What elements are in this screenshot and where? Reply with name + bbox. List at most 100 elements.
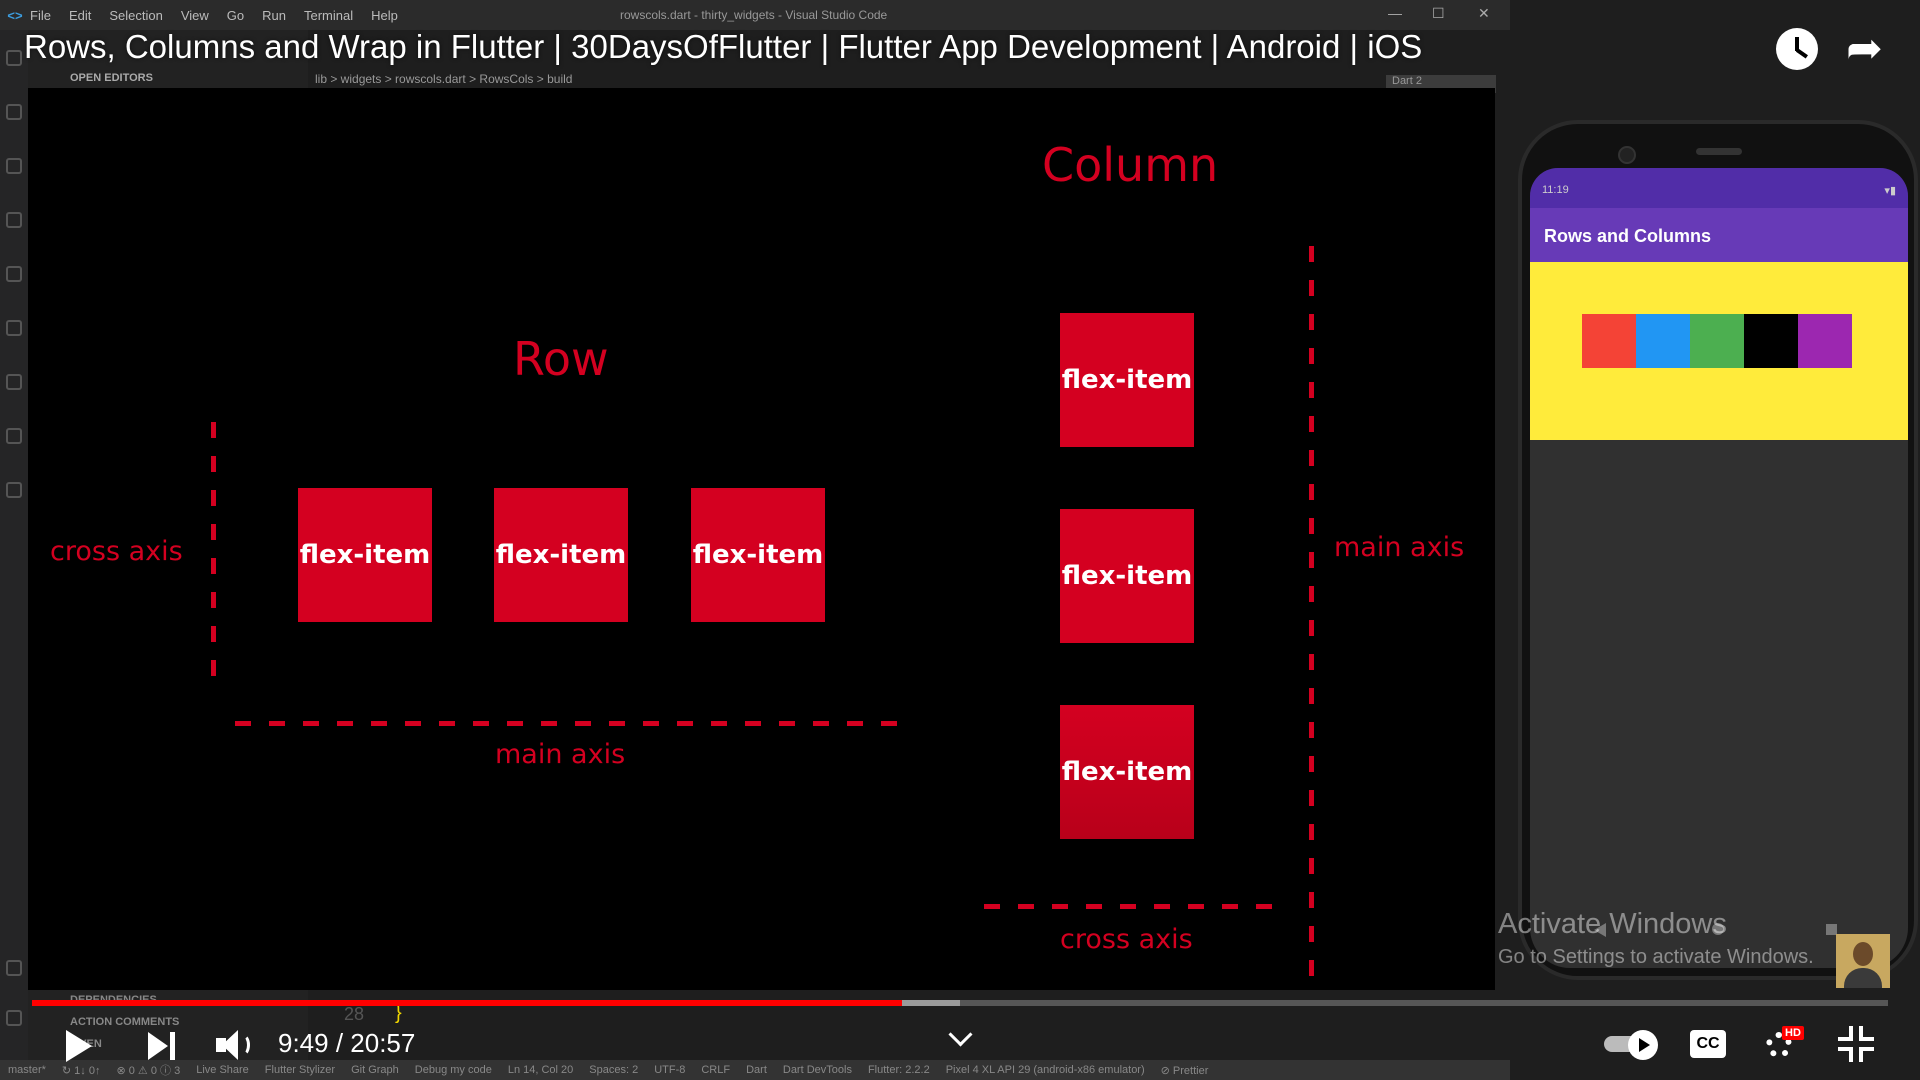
share-icon[interactable]: ➦ [1846, 24, 1883, 73]
battery-icon: ▾▮ [1884, 185, 1896, 197]
code-brace: } [395, 1002, 402, 1024]
progress-bar[interactable] [32, 1000, 1888, 1006]
phone-speaker [1696, 148, 1742, 155]
menu-run[interactable]: Run [262, 7, 286, 23]
column-main-axis-label: main axis [1334, 532, 1465, 563]
open-editors-header[interactable]: OPEN EDITORS [70, 72, 153, 84]
menu-selection[interactable]: Selection [109, 7, 163, 23]
github-icon[interactable] [6, 428, 22, 444]
status-devtools[interactable]: Dart DevTools [782, 1064, 852, 1076]
status-prettier[interactable]: ⊘ Prettier [1160, 1064, 1209, 1077]
sound-wave [236, 1034, 250, 1056]
menu-help[interactable]: Help [371, 7, 398, 23]
phone-screen: 11:19 ▾▮ Rows and Columns [1530, 168, 1908, 968]
status-git-graph[interactable]: Git Graph [351, 1064, 399, 1076]
status-cursor[interactable]: Ln 14, Col 20 [507, 1064, 574, 1076]
status-encoding[interactable]: UTF-8 [654, 1064, 686, 1076]
menu-edit[interactable]: Edit [68, 7, 92, 23]
column-cross-axis-label: cross axis [1060, 924, 1193, 955]
tag-icon[interactable] [6, 374, 22, 390]
tutorial-slide: Row cross axis flex-item flex-item flex-… [28, 88, 1495, 990]
play-icon[interactable] [66, 1030, 92, 1062]
next-bar [170, 1032, 175, 1060]
status-flutter-stylizer[interactable]: Flutter Stylizer [264, 1064, 336, 1076]
status-live-share[interactable]: Live Share [196, 1064, 249, 1076]
status-sync[interactable]: ↻ 1↓ 0↑ [61, 1064, 101, 1077]
explorer-icon[interactable] [6, 50, 22, 66]
search-icon[interactable] [6, 104, 22, 120]
autoplay-knob [1628, 1030, 1658, 1060]
channel-avatar[interactable] [1836, 934, 1890, 988]
front-camera-icon [1618, 146, 1636, 164]
debug-icon[interactable] [6, 212, 22, 228]
column-title: Column [1042, 138, 1219, 192]
time-display: 9:49 / 20:57 [278, 1028, 416, 1058]
row-main-axis-line [235, 721, 905, 726]
gear-icon [1766, 1032, 1792, 1058]
menu-go[interactable]: Go [226, 7, 245, 23]
hd-badge: HD [1782, 1026, 1804, 1040]
column-flex-item-1: flex-item [1060, 313, 1194, 447]
next-icon[interactable] [148, 1030, 176, 1062]
status-flutter-version[interactable]: Flutter: 2.2.2 [867, 1064, 930, 1076]
purple-box [1798, 314, 1852, 368]
app-bar: Rows and Columns [1530, 208, 1908, 262]
status-branch[interactable]: master* [8, 1064, 46, 1076]
source-control-icon[interactable] [6, 158, 22, 174]
volume-icon[interactable] [216, 1028, 256, 1062]
row-cross-axis-label: cross axis [50, 536, 183, 567]
app-bar-title: Rows and Columns [1544, 226, 1712, 246]
avatar-head [1853, 942, 1873, 966]
menu-file[interactable]: File [30, 7, 51, 23]
status-bar: master* ↻ 1↓ 0↑ ⊗ 0 ⚠ 0 ⓘ 3 Live Share F… [0, 1060, 1510, 1080]
row-title: Row [513, 332, 609, 386]
vscode-menubar: <> File Edit Selection View Go Run Termi… [0, 0, 1510, 30]
progress-played [32, 1000, 902, 1006]
row-flex-item-1: flex-item [298, 488, 432, 622]
watch-later-icon[interactable] [1776, 28, 1818, 70]
activate-windows-subtitle: Go to Settings to activate Windows. [1498, 946, 1814, 968]
account-icon[interactable] [6, 960, 22, 976]
status-spaces[interactable]: Spaces: 2 [589, 1064, 639, 1076]
settings-icon[interactable]: HD [1762, 1026, 1804, 1066]
status-time: 11:19 [1542, 184, 1569, 196]
column-flex-item-3: flex-item [1060, 705, 1194, 839]
captions-icon[interactable]: CC [1690, 1030, 1726, 1058]
android-status-bar: 11:19 ▾▮ [1530, 168, 1908, 208]
maximize-icon[interactable]: ☐ [1432, 5, 1445, 21]
remote-icon[interactable] [6, 482, 22, 498]
status-problems[interactable]: ⊗ 0 ⚠ 0 ⓘ 3 [116, 1065, 181, 1077]
column-cross-axis-line [984, 904, 1284, 909]
video-title[interactable]: Rows, Columns and Wrap in Flutter | 30Da… [24, 28, 1423, 65]
activate-windows-title: Activate Windows [1498, 908, 1727, 940]
action-comments-section[interactable]: ACTION COMMENTS [70, 1016, 180, 1028]
android-home-icon[interactable] [1712, 923, 1724, 935]
close-icon[interactable]: ✕ [1478, 5, 1490, 21]
status-device[interactable]: Pixel 4 XL API 29 (android-x86 emulator) [945, 1064, 1145, 1076]
android-back-icon[interactable] [1594, 923, 1606, 937]
row-flex-item-2: flex-item [494, 488, 628, 622]
status-debug[interactable]: Debug my code [414, 1064, 492, 1076]
breadcrumb[interactable]: lib > widgets > rowscols.dart > RowsCols… [315, 72, 573, 86]
menu-view[interactable]: View [180, 7, 209, 23]
blue-box [1636, 314, 1690, 368]
settings-gear-icon[interactable] [6, 1010, 22, 1026]
minimize-icon[interactable]: — [1388, 5, 1402, 21]
line-number: 28 [344, 1004, 365, 1024]
column-main-axis-line [1309, 246, 1314, 976]
row-main-axis-label: main axis [495, 739, 626, 770]
autoplay-toggle[interactable] [1604, 1030, 1662, 1060]
next-triangle [148, 1032, 168, 1060]
green-box [1690, 314, 1744, 368]
yellow-container [1530, 262, 1908, 440]
status-language[interactable]: Dart [746, 1064, 767, 1076]
row-cross-axis-line [211, 422, 216, 692]
exit-fullscreen-icon[interactable] [1838, 1026, 1874, 1062]
android-recents-icon[interactable] [1826, 924, 1837, 935]
menu-terminal[interactable]: Terminal [304, 7, 354, 23]
speaker-body [216, 1038, 226, 1052]
testing-icon[interactable] [6, 320, 22, 336]
extensions-icon[interactable] [6, 266, 22, 282]
column-flex-item-2: flex-item [1060, 509, 1194, 643]
status-eol[interactable]: CRLF [701, 1064, 731, 1076]
